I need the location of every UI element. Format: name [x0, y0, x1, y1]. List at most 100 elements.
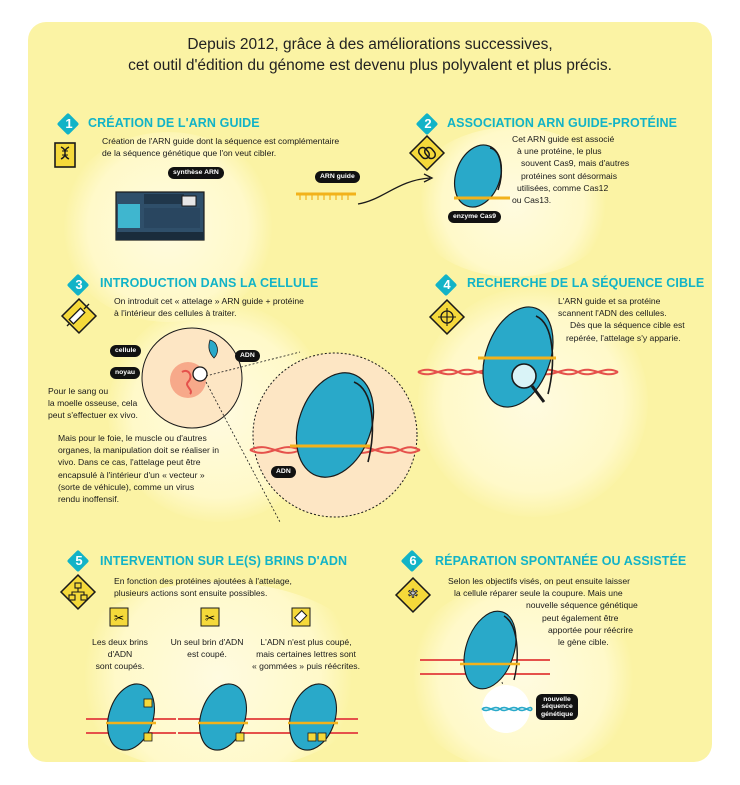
option-text-line: « gommées » puis réécrites.	[252, 661, 360, 672]
step-4-text-line: Dès que la séquence cible est	[570, 320, 685, 331]
step-6-text-line: peut également être	[542, 612, 619, 623]
repair-illustration	[420, 600, 550, 725]
step-1-badge: 1	[56, 112, 80, 136]
intro-header: Depuis 2012, grâce à des améliorations s…	[28, 34, 712, 76]
option-text-line: L'ADN n'est plus coupé,	[260, 637, 352, 647]
cas9-protein-illustration	[448, 134, 518, 219]
step-3-text: On introduit cet « attelage » ARN guide …	[114, 295, 304, 319]
step-3-text-line: Mais pour le foie, le muscle ou d'autres	[58, 433, 207, 443]
option-3-text: L'ADN n'est plus coupé, mais certaines l…	[250, 636, 362, 673]
step-6-text-line: nouvelle séquence génétique	[526, 600, 638, 611]
step-2-number: 2	[424, 116, 432, 131]
dna-label-2: ADN	[271, 466, 296, 478]
option-text-line: sont coupés.	[95, 661, 145, 672]
rna-guide-label: ARN guide	[315, 171, 360, 183]
step-3-text-line: vivo. Dans ce cas, l'attelage peut être	[58, 457, 201, 468]
option-text-line: est coupé.	[187, 649, 227, 660]
zoom-connector	[200, 351, 440, 557]
zoomed-dna-circle	[249, 350, 421, 525]
synthesis-label: synthèse ARN	[168, 167, 224, 179]
dna-label-1: ADN	[235, 350, 260, 362]
step-3-title: INTRODUCTION DANS LA CELLULE	[100, 276, 319, 290]
cell-label: cellule	[110, 345, 142, 357]
step-3-text-line: Pour le sang ou	[48, 386, 109, 396]
infographic-panel: Depuis 2012, grâce à des améliorations s…	[28, 22, 712, 762]
step-1-title: CRÉATION DE L'ARN GUIDE	[88, 116, 260, 130]
rna-synthesizer-illustration	[114, 182, 218, 249]
step-3-text-b: Pour le sang ou la moelle osseuse, cela …	[48, 385, 138, 422]
dna-scan-illustration	[417, 302, 619, 437]
step-4-text: L'ARN guide et sa protéine scannent l'AD…	[558, 295, 685, 344]
asterisk-icon: *	[394, 576, 432, 617]
step-2-text-line: ou Cas13.	[512, 195, 552, 206]
step-5-text-line: plusieurs actions sont ensuite possibles…	[114, 588, 268, 599]
step-5-text: En fonction des protéines ajoutées à l'a…	[114, 575, 292, 599]
step-3-text-c: Mais pour le foie, le muscle ou d'autres…	[58, 432, 219, 505]
step-1-number: 1	[65, 116, 73, 131]
step-2-text: Cet ARN guide est associé à une protéine…	[512, 133, 629, 206]
step-2-text-line: souvent Cas9, mais d'autres	[521, 158, 630, 169]
option-1-text: Les deux brins d'ADN sont coupés.	[80, 636, 160, 673]
target-icon	[428, 298, 466, 339]
option-text-line: mais certaines lettres sont	[256, 649, 356, 660]
step-6-text: Selon les objectifs visés, on peut ensui…	[448, 575, 638, 648]
step-1-text-line: Création de l'ARN guide dont la séquence…	[102, 136, 340, 146]
option-2-text: Un seul brin d'ADN est coupé.	[166, 636, 248, 660]
new-sequence-bubble	[476, 684, 536, 739]
step-3-text-line: (sorte de véhicule), comme un virus	[58, 481, 195, 492]
step-2-text-line: à une protéine, le plus	[517, 146, 602, 157]
step-5-text-line: En fonction des protéines ajoutées à l'a…	[114, 576, 292, 586]
new-sequence-label-line: nouvelle	[543, 696, 571, 703]
step-4-badge: 4	[434, 273, 458, 297]
new-sequence-label: nouvelle séquence génétique	[536, 694, 579, 721]
step-3-text-line: rendu inoffensif.	[58, 494, 119, 505]
step-3-number: 3	[75, 277, 83, 292]
step-6-text-line: le gène cible.	[558, 637, 609, 648]
step-4-text-line: repérée, l'attelage s'y apparie.	[566, 332, 681, 343]
svg-text:*: *	[408, 586, 418, 607]
cut-two-strands-illustration	[86, 677, 176, 762]
syringe-icon	[60, 297, 98, 338]
hierarchy-icon	[59, 573, 97, 614]
option-text-line: Les deux brins d'ADN	[92, 637, 148, 660]
step-3-text-line: organes, la manipulation doit se réalise…	[58, 445, 219, 456]
step-2-text-line: protéines sont désormais	[521, 170, 618, 181]
step-4-text-line: scannent l'ADN des cellules.	[558, 308, 667, 319]
step-2-text-line: utilisées, comme Cas12	[517, 182, 609, 193]
base-editing-illustration	[268, 677, 358, 762]
eraser-icon	[291, 607, 311, 632]
cut-one-strand-illustration	[178, 677, 268, 762]
step-4-title: RECHERCHE DE LA SÉQUENCE CIBLE	[467, 276, 705, 290]
step-3-text-line: On introduit cet « attelage » ARN guide …	[114, 296, 304, 306]
cell-illustration	[138, 322, 248, 437]
dna-document-icon	[50, 140, 80, 175]
new-sequence-label-line: génétique	[541, 710, 574, 718]
step-5-badge: 5	[66, 549, 90, 573]
step-3-badge: 3	[66, 273, 90, 297]
step-5-number: 5	[75, 553, 83, 568]
step-6-number: 6	[409, 553, 417, 568]
scissors-icon: ✂	[109, 607, 129, 632]
step-3-text-line: la moelle osseuse, cela	[48, 398, 138, 409]
step-6-title: RÉPARATION SPONTANÉE OU ASSISTÉE	[435, 554, 687, 568]
cas9-label: enzyme Cas9	[448, 211, 502, 223]
step-3-text-line: encapsulé à l'intérieur d'un « vecteur »	[58, 469, 205, 480]
new-sequence-label-line: séquence	[541, 703, 573, 711]
step-5-title: INTERVENTION SUR LE(S) BRINS D'ADN	[100, 554, 348, 568]
step-6-badge: 6	[400, 549, 424, 573]
step-3-text-line: peut s'effectuer ex vivo.	[48, 410, 138, 421]
step-3-text-line: à l'intérieur des cellules à traiter.	[114, 308, 237, 319]
step-6-text-line: apportée pour réécrire	[548, 624, 634, 635]
step-2-title: ASSOCIATION ARN GUIDE-PROTÉINE	[447, 116, 678, 130]
option-text-line: Un seul brin d'ADN	[170, 637, 244, 647]
svg-text:✂: ✂	[205, 611, 215, 625]
chain-link-icon	[408, 134, 446, 172]
arrow-to-step-2	[357, 172, 438, 217]
step-1-text: Création de l'ARN guide dont la séquence…	[102, 135, 339, 159]
scissors-icon: ✂	[200, 607, 220, 632]
svg-text:✂: ✂	[114, 611, 124, 625]
nucleus-label: noyau	[110, 367, 141, 379]
step-2-badge: 2	[415, 112, 439, 136]
rna-guide-strand	[296, 190, 356, 209]
step-2-text-line: Cet ARN guide est associé	[512, 134, 615, 144]
